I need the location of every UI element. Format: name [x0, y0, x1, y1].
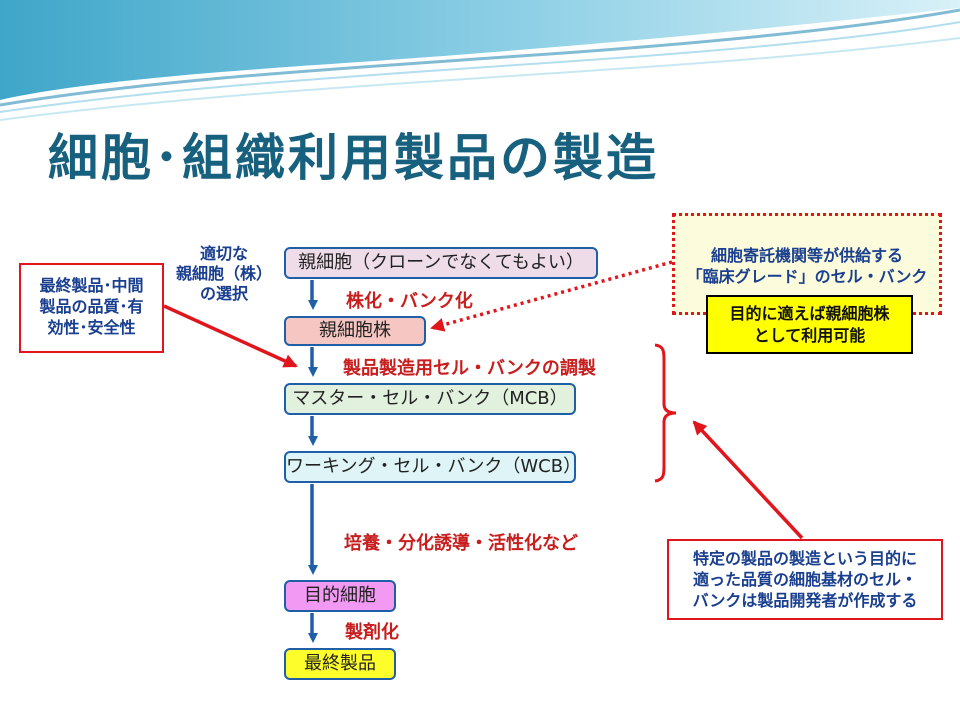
header-wave-decoration [0, 0, 960, 121]
developer-arrow [692, 420, 804, 540]
note-line: 効性･安全性 [47, 318, 136, 337]
note-line: として利用可能 [753, 326, 866, 345]
note-line: 適切な [199, 244, 248, 263]
step-culture-label: 培養・分化誘導・活性化など [344, 533, 578, 554]
quality-note-box: 最終製品･中間 製品の品質･有 効性･安全性 [19, 263, 164, 353]
developer-note-box: 特定の製品の製造という目的に 適った品質の細胞基材のセル・ バンクは製品開発者が… [667, 539, 943, 620]
note-line: 特定の製品の製造という目的に [692, 549, 917, 568]
parent-cell-box: 親細胞（クローンでなくてもよい） [284, 247, 598, 279]
note-line: の選択 [199, 284, 248, 303]
note-line: 目的に適えば親細胞株 [729, 304, 890, 323]
target-cell-box: 目的細胞 [284, 580, 396, 612]
bank-bracket [654, 343, 677, 483]
note-line: 親細胞（株） [176, 264, 273, 283]
note-line: 細胞寄託機関等が供給する [710, 246, 903, 265]
step-stocking-label: 株化・バンク化 [346, 291, 473, 312]
wcb-box: ワーキング・セル・バンク（WCB） [284, 451, 581, 483]
final-product-box: 最終製品 [284, 648, 396, 680]
parent-selection-note: 適切な 親細胞（株） の選択 [176, 244, 272, 304]
mcb-box: マスター・セル・バンク（MCB） [284, 383, 576, 415]
step-formulation-label: 製剤化 [345, 622, 399, 643]
note-line: 「臨床グレード」のセル・バンク [686, 267, 928, 286]
parent-stock-box: 親細胞株 [284, 316, 426, 346]
note-line: 最終製品･中間 [39, 276, 144, 295]
quality-arrow [163, 304, 298, 368]
note-line: 製品の品質･有 [39, 297, 144, 316]
note-line: 適った品質の細胞基材のセル・ [692, 570, 917, 589]
note-line: バンクは製品開発者が作成する [692, 591, 918, 610]
page-title: 細胞･組織利用製品の製造 [48, 129, 659, 187]
usable-note-box: 目的に適えば親細胞株 として利用可能 [706, 295, 913, 354]
step-bank-prep-label: 製品製造用セル・バンクの調製 [343, 358, 596, 379]
